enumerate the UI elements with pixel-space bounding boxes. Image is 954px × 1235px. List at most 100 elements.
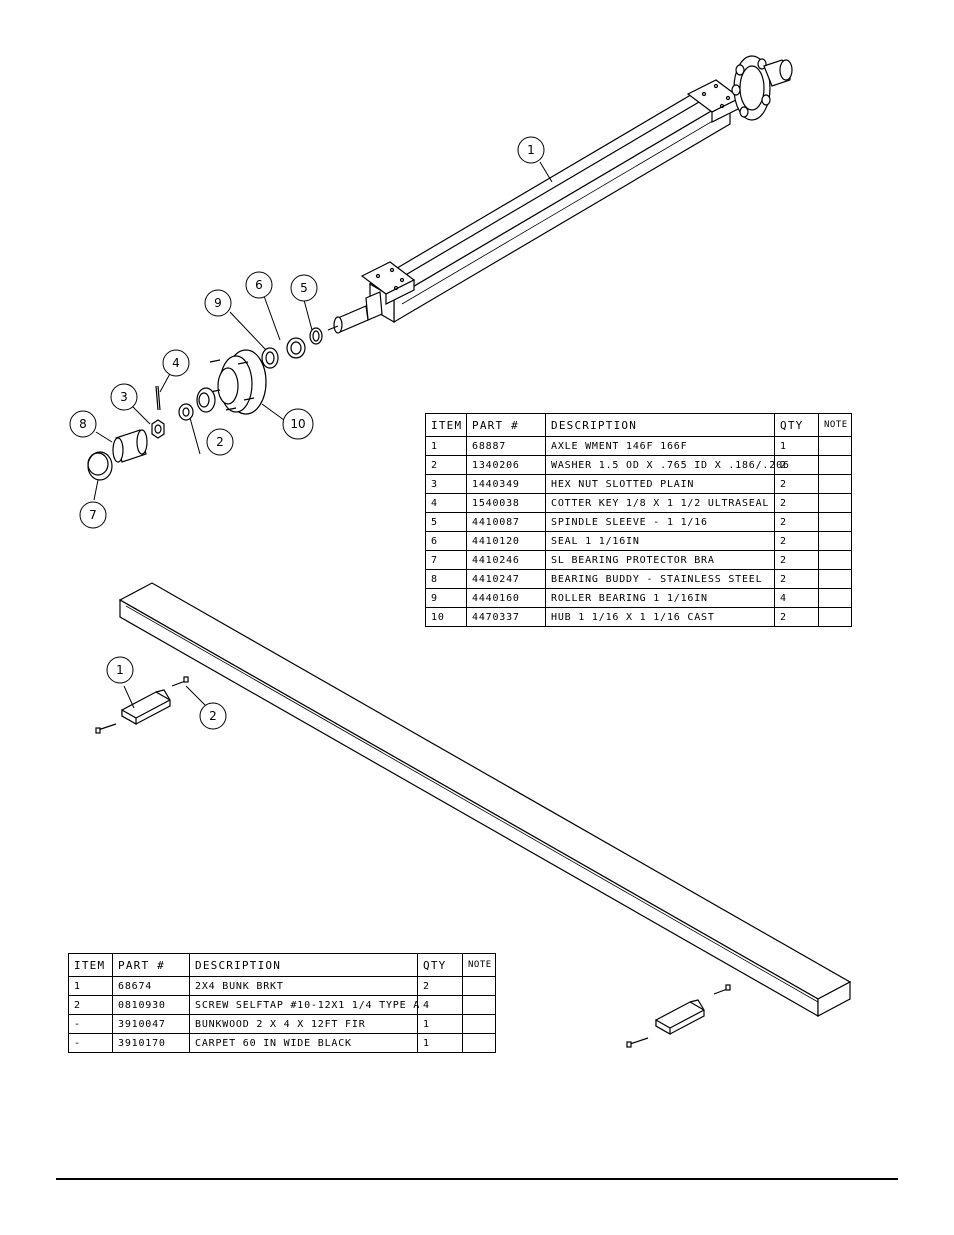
table-cell: SEAL 1 1/16IN xyxy=(545,531,775,551)
table-cell: SCREW SELFTAP #10-12X1 1/4 TYPE A xyxy=(189,995,419,1015)
table-cell xyxy=(818,531,852,551)
bunk-screw-right-b xyxy=(713,984,731,995)
table-cell: 2 xyxy=(774,455,819,475)
column-header: QTY xyxy=(417,953,463,977)
svg-text:1: 1 xyxy=(527,143,535,157)
footer-rule xyxy=(56,1178,898,1180)
table-cell: 4410247 xyxy=(466,569,546,589)
table-cell: 3910170 xyxy=(112,1033,190,1053)
column-header: PART # xyxy=(112,953,190,977)
table-cell: 2 xyxy=(774,531,819,551)
svg-text:5: 5 xyxy=(300,281,308,295)
table-cell: 0810930 xyxy=(112,995,190,1015)
bunk-leader-lines xyxy=(123,685,207,709)
bunk-screw-left-b xyxy=(171,676,189,687)
balloon-bunk-item-2: 2 xyxy=(199,702,227,730)
roller-bearing-part xyxy=(261,347,279,369)
axle-spring-seat-right xyxy=(686,79,742,123)
table-cell: 4 xyxy=(774,588,819,608)
bunk-balloons: 1 2 xyxy=(106,656,227,730)
axle-balloons: 1 2 3 4 5 6 7 8 9 10 xyxy=(69,136,545,529)
table-cell: 4440160 xyxy=(466,588,546,608)
balloon-item-8: 8 xyxy=(69,410,97,438)
balloon-bunk-item-1: 1 xyxy=(106,656,134,684)
table-cell: 4470337 xyxy=(466,607,546,627)
table-cell: - xyxy=(68,1014,113,1034)
svg-text:9: 9 xyxy=(214,296,222,310)
column-header: PART # xyxy=(466,413,546,437)
table-cell xyxy=(818,436,852,456)
svg-text:2: 2 xyxy=(209,709,217,723)
table-cell: 4 xyxy=(425,493,467,513)
bearing-buddy-part xyxy=(112,429,148,463)
column-header: QTY xyxy=(774,413,819,437)
table-cell: COTTER KEY 1/8 X 1 1/2 ULTRASEAL xyxy=(545,493,775,513)
table-cell: CARPET 60 IN WIDE BLACK xyxy=(189,1033,418,1053)
column-header: ITEM xyxy=(425,413,467,437)
svg-text:7: 7 xyxy=(89,508,97,522)
svg-text:1: 1 xyxy=(116,663,124,677)
seal-part xyxy=(286,337,306,359)
table-cell: 10 xyxy=(425,607,467,627)
table-cell xyxy=(818,569,852,589)
table-cell: AXLE WMENT 146F 166F xyxy=(545,436,775,456)
column-header: DESCRIPTION xyxy=(189,953,418,977)
table-cell xyxy=(818,550,852,570)
balloon-item-4: 4 xyxy=(162,349,190,377)
table-cell: ROLLER BEARING 1 1/16IN xyxy=(545,588,775,608)
bunk-screw-left-a xyxy=(95,723,117,734)
table-cell xyxy=(818,474,852,494)
table-cell xyxy=(462,1033,496,1053)
bunk-bracket-left xyxy=(121,689,171,726)
svg-text:10: 10 xyxy=(290,417,305,431)
table-cell xyxy=(462,995,496,1015)
hub-part xyxy=(209,349,267,415)
balloon-item-2: 2 xyxy=(206,428,234,456)
table-cell: 1 xyxy=(68,976,113,996)
table-cell: 68674 xyxy=(112,976,190,996)
table-cell: 1 xyxy=(425,436,467,456)
table-cell xyxy=(818,455,852,475)
table-cell: BUNKWOOD 2 X 4 X 12FT FIR xyxy=(189,1014,418,1034)
column-header: ITEM xyxy=(68,953,113,977)
column-header: NOTE xyxy=(462,953,496,977)
balloon-item-7: 7 xyxy=(79,501,107,529)
cotter-key-part xyxy=(155,385,161,411)
balloon-item-9: 9 xyxy=(204,289,232,317)
washer-part xyxy=(178,403,194,421)
table-cell: 4 xyxy=(417,995,463,1015)
table-cell: 2 xyxy=(774,607,819,627)
table-cell: 2 xyxy=(774,512,819,532)
table-cell: HUB 1 1/16 X 1 1/16 CAST xyxy=(545,607,775,627)
table-cell: 1340206 xyxy=(466,455,546,475)
table-cell: 1 xyxy=(774,436,819,456)
table-cell xyxy=(818,607,852,627)
bunk-board xyxy=(118,582,852,1018)
table-cell: 1540038 xyxy=(466,493,546,513)
table-cell: 2 xyxy=(417,976,463,996)
table-cell: 2 xyxy=(774,493,819,513)
table-cell: 6 xyxy=(425,531,467,551)
spindle-sleeve-part xyxy=(309,327,323,345)
hex-nut-part xyxy=(151,419,165,439)
table-cell: BEARING BUDDY - STAINLESS STEEL xyxy=(545,569,775,589)
axle-leader-lines xyxy=(93,161,553,501)
table-cell: 1 xyxy=(417,1014,463,1034)
table-cell: 2X4 BUNK BRKT xyxy=(189,976,418,996)
table-cell: 2 xyxy=(774,569,819,589)
table-cell: 5 xyxy=(425,512,467,532)
column-header: NOTE xyxy=(818,413,852,437)
svg-text:6: 6 xyxy=(255,278,263,292)
table-cell: 1 xyxy=(417,1033,463,1053)
